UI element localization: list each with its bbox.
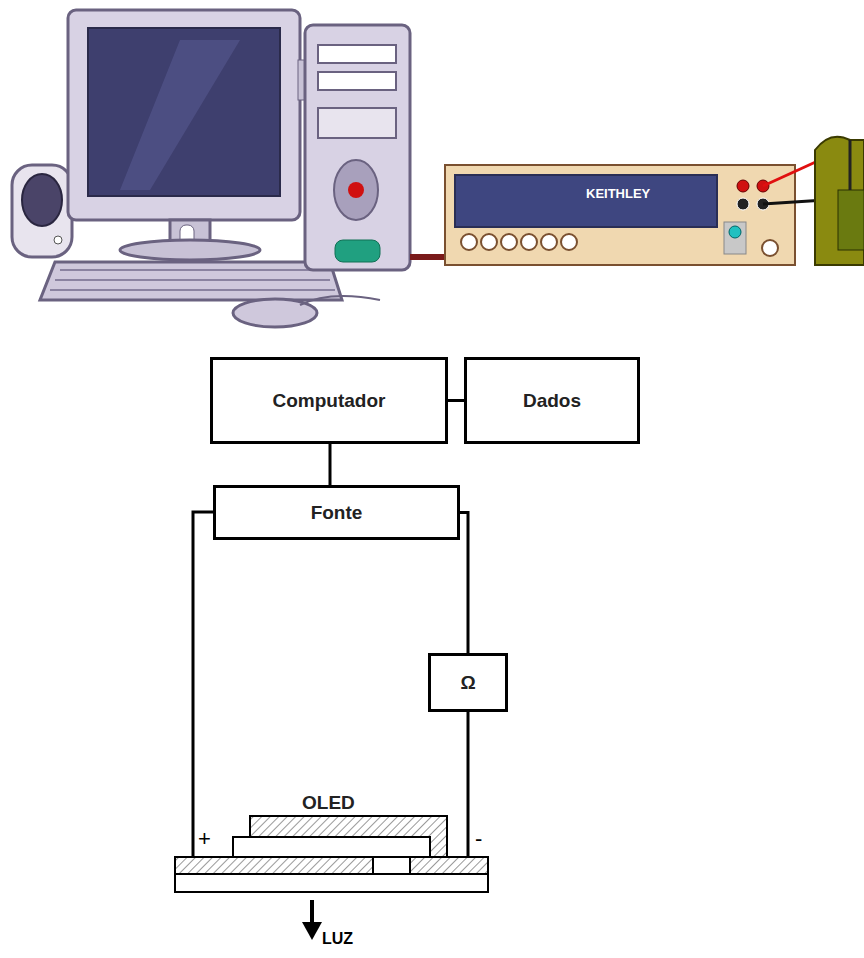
polarity-mark: +: [198, 826, 211, 852]
process-box: Dados: [464, 357, 640, 444]
wire: [448, 400, 464, 401]
wire: [460, 513, 468, 654]
keyboard: [40, 262, 342, 300]
box-label: Fonte: [311, 502, 363, 524]
light-arrow: [302, 900, 322, 940]
process-box: Fonte: [213, 485, 460, 540]
instrument-brand: KEITHLEY: [586, 186, 650, 201]
wire: [330, 444, 331, 485]
process-box: Ω: [428, 653, 508, 712]
monitor: [68, 10, 306, 260]
wire: [193, 512, 468, 857]
light-label: LUZ: [322, 930, 353, 948]
computer-tower: [305, 25, 410, 270]
probe-station: [763, 137, 864, 265]
box-label: Dados: [523, 390, 581, 412]
box-label: Ω: [460, 672, 475, 694]
source-meter: [445, 165, 795, 265]
box-label: Computador: [273, 390, 386, 412]
process-box: Computador: [210, 357, 448, 444]
polarity-mark: -: [475, 826, 482, 852]
mouse: [233, 296, 380, 327]
device-label: OLED: [302, 792, 355, 814]
oled-device: [175, 816, 488, 892]
cable: [410, 254, 447, 260]
speaker: [12, 165, 72, 257]
